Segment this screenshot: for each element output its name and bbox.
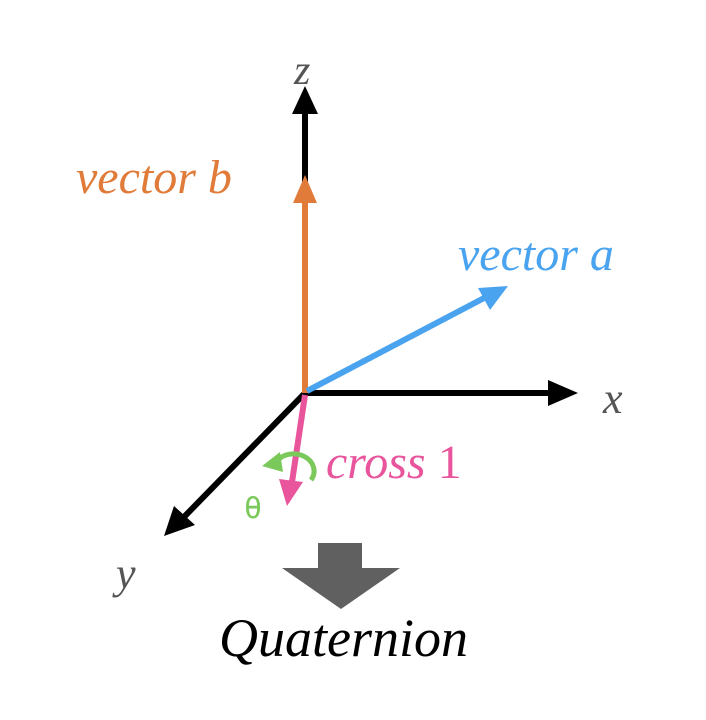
rotation-arrow xyxy=(262,451,317,482)
cross-label-word: cross xyxy=(326,436,426,489)
vector-a-label: vector a xyxy=(458,228,614,281)
result-down-arrow xyxy=(282,543,400,609)
vector-b-label: vector b xyxy=(76,151,232,204)
y-axis-label: y xyxy=(112,549,136,598)
theta-label: θ xyxy=(244,491,262,526)
x-axis xyxy=(305,380,578,406)
vector-a-arrow xyxy=(305,286,508,394)
x-axis-label: x xyxy=(602,374,623,423)
z-axis-label: z xyxy=(293,48,310,94)
y-axis xyxy=(164,390,308,536)
cross-label-number: 1 xyxy=(438,436,462,489)
quaternion-label: Quaternion xyxy=(219,608,468,668)
cross-vector-arrow xyxy=(279,394,308,506)
vector-b-arrow xyxy=(293,175,317,393)
